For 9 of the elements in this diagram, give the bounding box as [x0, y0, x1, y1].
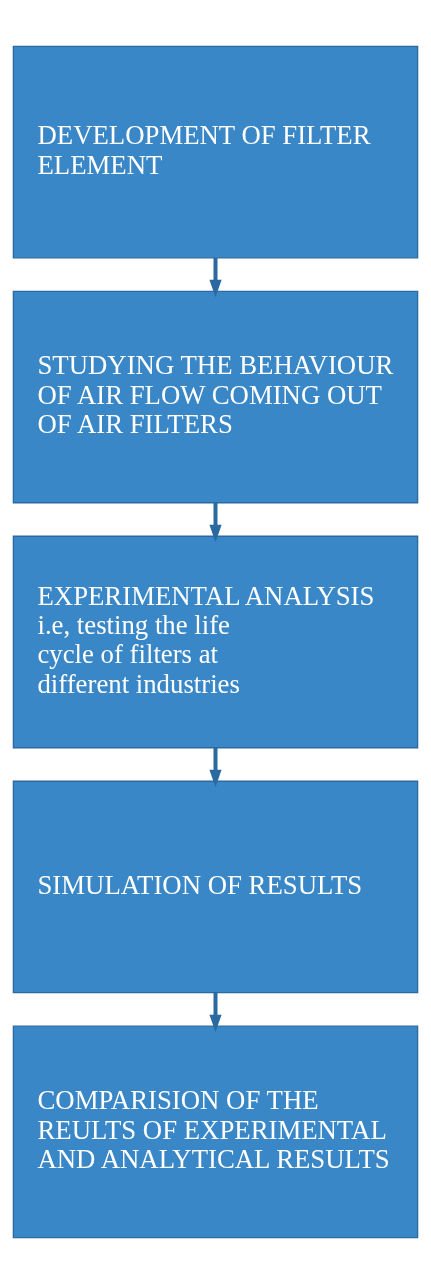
arrow — [209, 502, 222, 542]
arrow — [209, 747, 222, 787]
node-box: SIMULATION OF RESULTS — [12, 780, 419, 993]
node-box: STUDYING THE BEHAVIOUR OF AIR FLOW COMING OUT OF AIR FILTERS — [12, 290, 419, 503]
node-box: EXPERIMENTAL ANALYSIS i.e, testing the life cycle of filters at different industries — [12, 535, 419, 748]
node-box: DEVELOPMENT OF FILTER ELEMENT — [12, 45, 419, 258]
node-box: COMPARISION OF THE REULTS OF EXPERIMENTAL AND ANALYTICAL RESULTS — [12, 1025, 419, 1238]
arrow — [209, 257, 222, 297]
arrow — [209, 992, 222, 1032]
